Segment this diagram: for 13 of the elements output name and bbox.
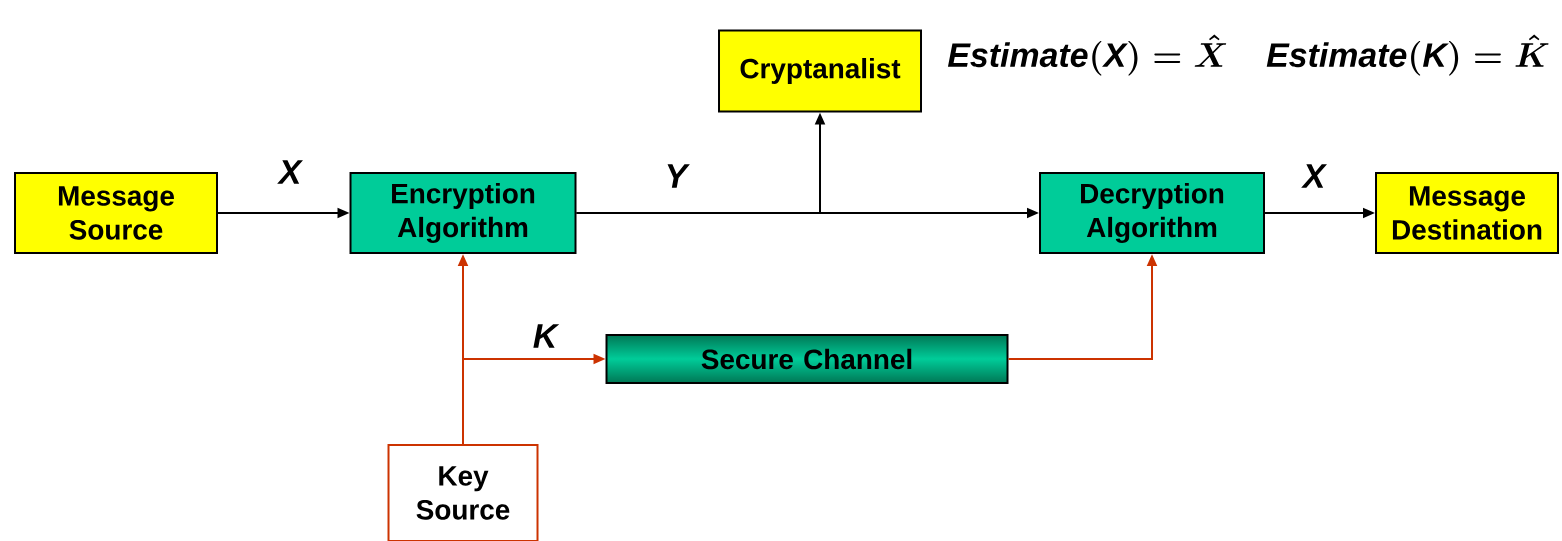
channel-box: Secure Channel bbox=[605, 334, 1009, 384]
algorithm-box: Decryption Algorithm bbox=[1039, 172, 1265, 254]
algorithm-box: Encryption Algorithm bbox=[349, 172, 577, 254]
estimate-formula: $\mathit{Estimate(X)} = \hat{X}$ bbox=[947, 34, 1227, 76]
edge-label: K bbox=[530, 322, 560, 350]
edge-label: Y bbox=[662, 162, 690, 190]
edge-label: X bbox=[1300, 162, 1328, 190]
edge-label: X bbox=[276, 158, 304, 186]
estimate-formula: $\mathit{Estimate(K)} = \hat{K}$ bbox=[1266, 34, 1549, 76]
process-box: Cryptanalist bbox=[718, 29, 922, 113]
process-box: Message Destination bbox=[1375, 172, 1559, 254]
source-box: Key Source bbox=[387, 444, 539, 541]
process-box: Message Source bbox=[14, 172, 218, 254]
